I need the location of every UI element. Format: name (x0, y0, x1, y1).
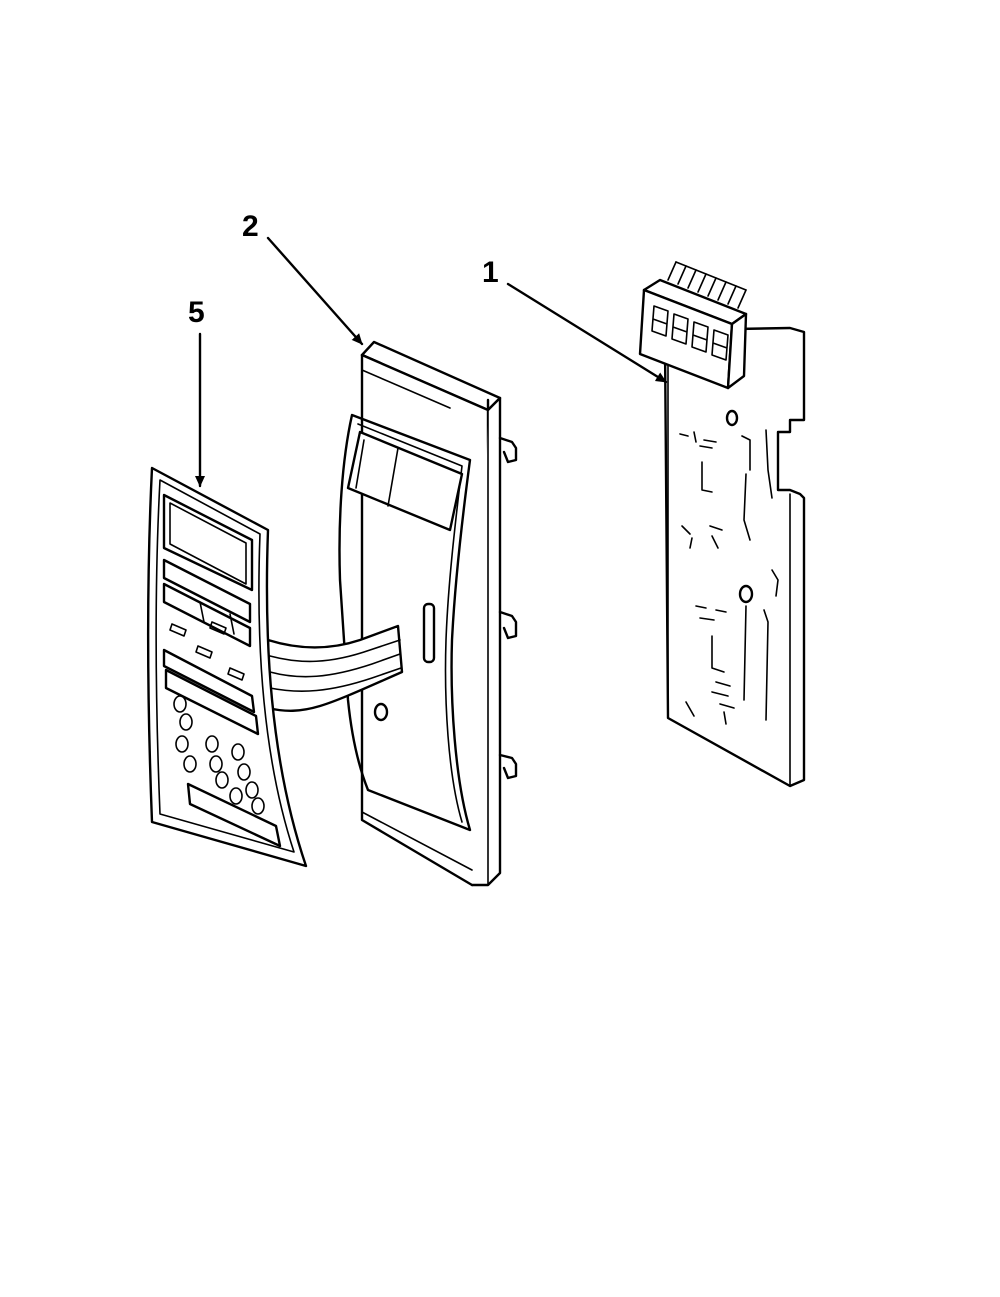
callout-part-5: 5 (188, 296, 205, 488)
callout-part-2: 2 (242, 210, 364, 346)
control-panel-housing (338, 340, 518, 887)
callout-label-2: 2 (242, 210, 259, 243)
ribbon-cable (266, 624, 404, 712)
circuit-board (638, 261, 806, 788)
membrane-keypad (147, 466, 308, 868)
callout-label-5: 5 (188, 296, 205, 329)
callout-label-1: 1 (482, 256, 499, 289)
callout-part-1: 1 (482, 256, 668, 384)
